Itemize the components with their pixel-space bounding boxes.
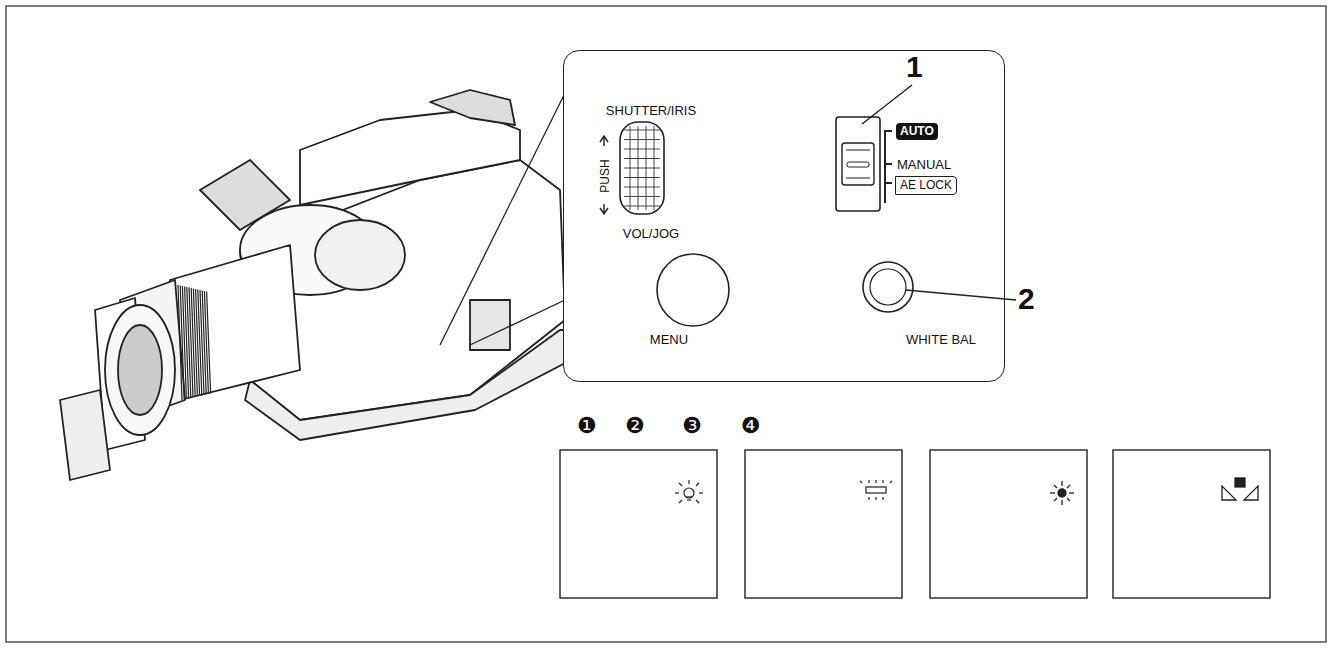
control-label: MANUAL xyxy=(897,158,951,171)
camcorder xyxy=(60,90,600,480)
control-label: WHITE BAL xyxy=(906,333,976,346)
control-label: SHUTTER/IRIS xyxy=(606,104,696,117)
mode-label-box: AE LOCK xyxy=(895,176,957,195)
callout-number: 1 xyxy=(906,52,923,82)
callout-number: ❷ xyxy=(625,415,645,437)
callout-number: ❸ xyxy=(682,415,702,437)
control-label: VOL/JOG xyxy=(623,227,679,240)
control-label: MENU xyxy=(650,333,688,346)
control-label: PUSH xyxy=(599,159,611,192)
sun-icon xyxy=(1050,481,1074,505)
control-label: AE LOCK xyxy=(900,178,952,192)
control-label: AUTO xyxy=(900,124,934,138)
callout-number: ❶ xyxy=(577,415,597,437)
screen-boxes xyxy=(560,450,1270,598)
mode-label-highlight: AUTO xyxy=(896,123,938,140)
frame xyxy=(6,6,1326,642)
callout-number: ❹ xyxy=(741,415,761,437)
wb-set-icon xyxy=(1222,478,1258,500)
control-panel-inset: SHUTTER/IRIS PUSH VOL/JOG MANUAL MENU WHITE B… xyxy=(563,50,1005,382)
callout-number: 2 xyxy=(1018,284,1035,314)
fluorescent-icon xyxy=(860,480,892,500)
bulb-icon xyxy=(675,480,703,503)
